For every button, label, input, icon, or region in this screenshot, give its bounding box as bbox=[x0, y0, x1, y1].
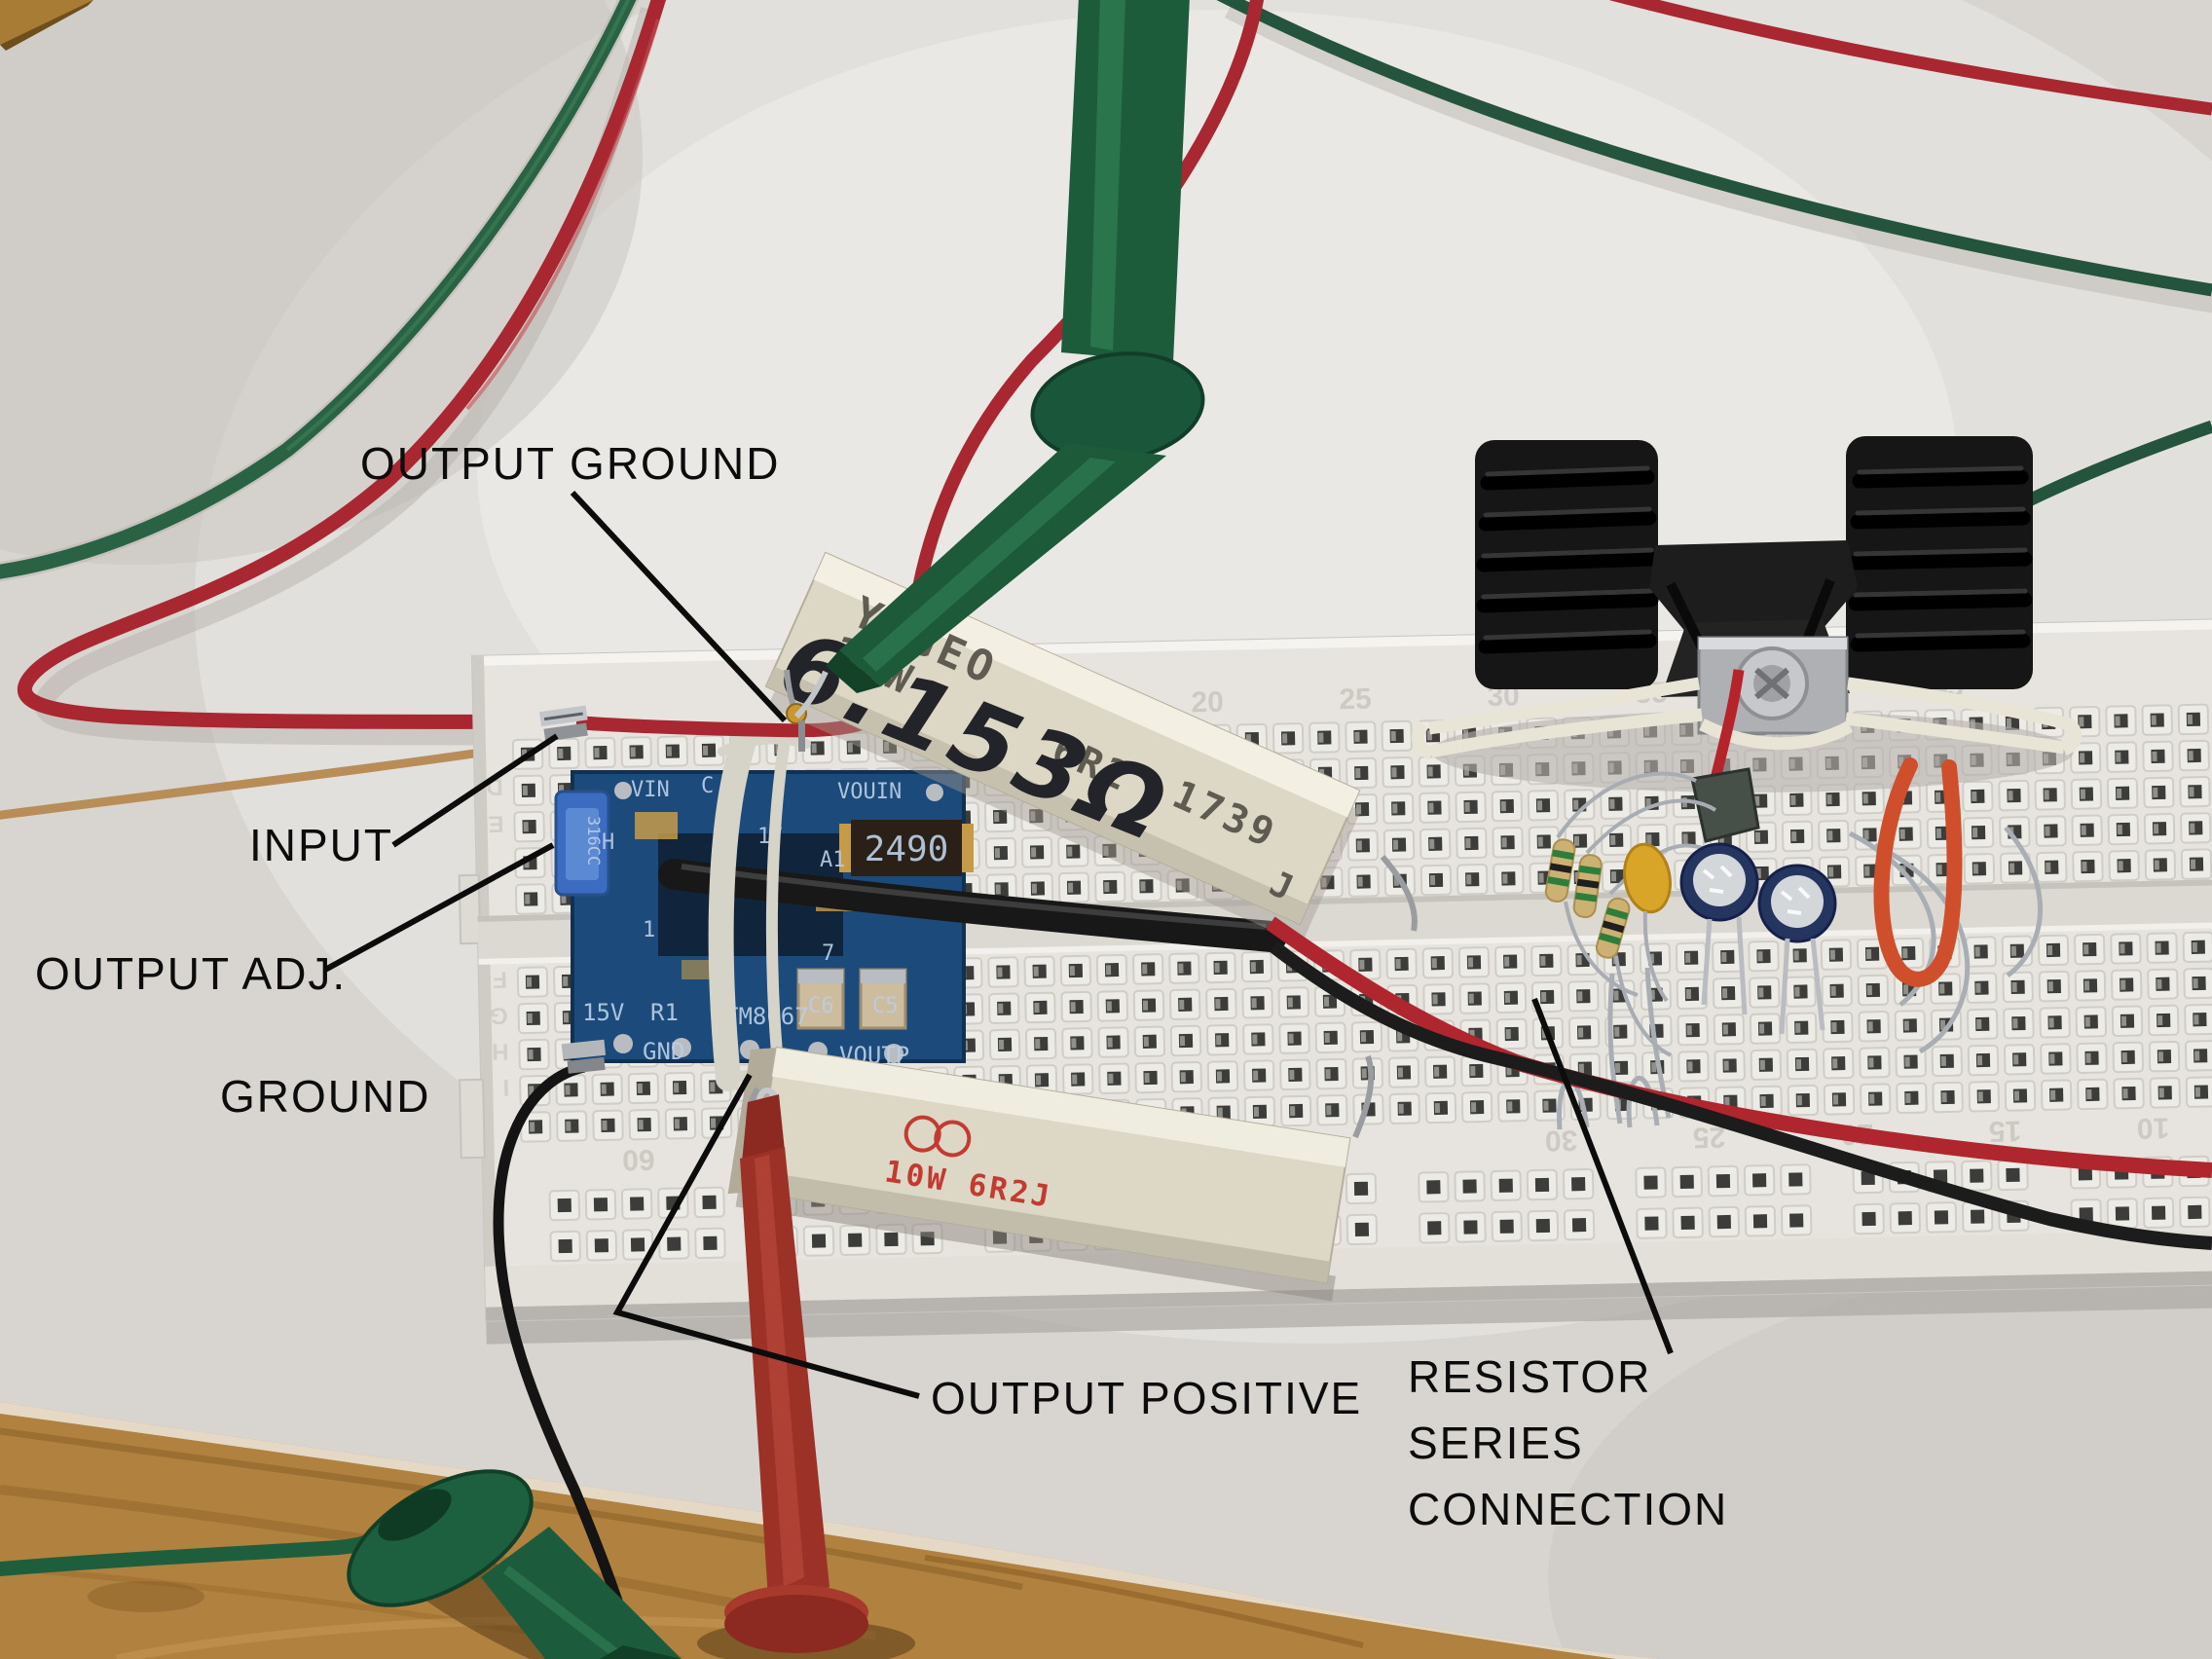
leader-output-adjust bbox=[323, 842, 555, 973]
row-letter: E bbox=[488, 810, 504, 836]
cement-resistor-lead-right bbox=[1352, 1055, 1375, 1139]
leader-output-ground bbox=[570, 490, 788, 723]
breadboard-row-letters: D E F G H I bbox=[486, 773, 509, 1100]
orange-wire-loop bbox=[1873, 757, 1963, 987]
silkscreen-c5: C5 bbox=[872, 994, 899, 1018]
silkscreen-vin: VIN bbox=[631, 778, 670, 802]
silkscreen-c: C bbox=[701, 774, 714, 798]
cement-power-resistor: 10W 6R2J bbox=[727, 1046, 1351, 1302]
black-output-wire bbox=[1269, 940, 2212, 1250]
row-letter: F bbox=[493, 966, 507, 992]
red-wire-to-transistor bbox=[1710, 669, 1745, 781]
label-output-ground: OUTPUT GROUND bbox=[360, 438, 781, 489]
wire-shadow bbox=[34, 7, 660, 746]
ground-wire-clip bbox=[561, 1039, 607, 1074]
column-number: 15 bbox=[1989, 1115, 2022, 1148]
black-ground-wire bbox=[493, 1061, 641, 1659]
wood-sliver-edge bbox=[0, 0, 93, 51]
column-number: 60 bbox=[622, 1143, 655, 1176]
silkscreen-15v: 15V bbox=[582, 999, 624, 1026]
leader-lines bbox=[323, 490, 1674, 1399]
row-letter: G bbox=[490, 1002, 508, 1028]
black-cable-highlight bbox=[681, 864, 1267, 930]
column-number: 20 bbox=[1191, 686, 1224, 719]
leader-resistor-series bbox=[1531, 997, 1674, 1355]
silkscreen-h: H bbox=[602, 830, 614, 855]
heatsink-rubber-band bbox=[1411, 677, 2083, 760]
silkscreen-7: 7 bbox=[822, 941, 834, 966]
chip-2490: 2490 bbox=[839, 820, 974, 876]
resistor-lead-right bbox=[1380, 855, 1418, 932]
black-test-cable bbox=[658, 859, 1287, 952]
tan-wire bbox=[0, 745, 501, 820]
label-resistor-series-line2: SERIES bbox=[1408, 1418, 1584, 1468]
silkscreen-a1: A1 bbox=[820, 848, 846, 872]
silkscreen-r1: R1 bbox=[650, 999, 679, 1026]
silkscreen-voutn: VOUIN bbox=[837, 780, 902, 804]
trimpot-marking: 316CC bbox=[583, 816, 603, 866]
red-wire-top-left bbox=[18, 0, 667, 730]
green-wire-highlight bbox=[285, 0, 631, 452]
leader-output-positive bbox=[612, 1073, 920, 1399]
electrolytic-capacitor bbox=[1679, 842, 1759, 1015]
silkscreen-c6: C6 bbox=[808, 994, 834, 1018]
probe-hook-wire bbox=[793, 670, 829, 719]
silkscreen-part-number: TM8067 bbox=[724, 1003, 809, 1030]
trimpot: 316CC bbox=[554, 790, 610, 897]
transistor bbox=[1690, 767, 1760, 843]
silkscreen-1: 1 bbox=[643, 918, 655, 942]
red-hook-probe bbox=[697, 1088, 915, 1659]
paper-shadow-bottomright bbox=[1548, 1266, 2212, 1659]
yellow-capacitor bbox=[1623, 842, 1672, 914]
green-hook-probe-bottom bbox=[0, 1469, 682, 1659]
row-letter: I bbox=[502, 1074, 509, 1100]
probe-tip bbox=[826, 650, 881, 693]
chip-marking: 2490 bbox=[865, 830, 949, 869]
probe-tip bbox=[600, 1645, 682, 1659]
gold-pin-shaft bbox=[798, 720, 805, 752]
label-output-adjust: OUTPUT ADJ. bbox=[35, 948, 347, 999]
green-wire-top-right bbox=[1216, 0, 2212, 297]
column-number: 10 bbox=[2136, 1111, 2169, 1144]
regulator-module: 2490 316CC VIN C VOUIN H 17 A1 1 7 15V R… bbox=[554, 770, 974, 1069]
heatsink bbox=[1475, 436, 2033, 735]
rubber-band bbox=[708, 723, 811, 1091]
paper-edge-highlight bbox=[0, 1402, 1660, 1659]
label-input: INPUT bbox=[249, 820, 393, 870]
label-ground: GROUND bbox=[220, 1071, 430, 1122]
row-letter: H bbox=[492, 1038, 509, 1064]
leader-input bbox=[391, 733, 559, 848]
brand-logo bbox=[903, 1115, 972, 1158]
electrolytic-capacitor bbox=[1757, 864, 1837, 1035]
wire-shadow bbox=[1224, 1, 2212, 313]
green-hook-probe-top bbox=[793, 0, 1205, 719]
label-resistor-series-line3: CONNECTION bbox=[1408, 1484, 1728, 1534]
label-resistor-series-line1: RESISTOR bbox=[1408, 1351, 1651, 1402]
red-wire-top-right bbox=[1609, 0, 2212, 116]
breadboard-side-tab bbox=[459, 1078, 486, 1160]
red-wire-highlight bbox=[465, 18, 660, 411]
silkscreen-gnd: GND bbox=[643, 1038, 684, 1065]
column-number: 25 bbox=[1339, 683, 1372, 717]
label-output-positive: OUTPUT POSITIVE bbox=[931, 1373, 1362, 1423]
breadboard-shadow bbox=[486, 1280, 2212, 1345]
